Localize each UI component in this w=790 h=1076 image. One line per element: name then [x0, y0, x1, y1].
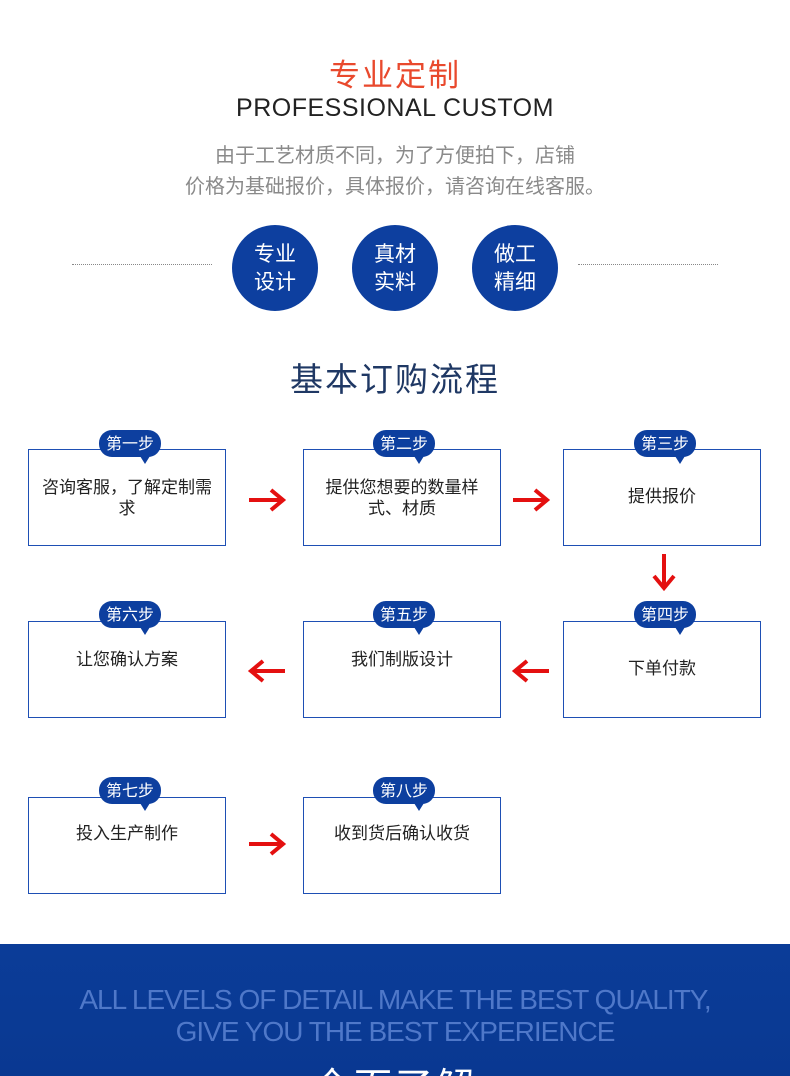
- banner-slogan-line-2: GIVE YOU THE BEST EXPERIENCE: [175, 1016, 616, 1047]
- feature-badge-design: 专业 设计: [232, 225, 318, 311]
- step-tag-tail: [140, 456, 150, 464]
- step-tag-4: 第四步: [634, 601, 696, 628]
- step-text: 提供报价: [628, 487, 696, 507]
- step-tag-tail: [675, 456, 685, 464]
- arrow-down-icon: [652, 554, 676, 592]
- feature-badge-line: 做工: [494, 242, 536, 266]
- quality-banner: ALL LEVELS OF DETAIL MAKE THE BEST QUALI…: [0, 944, 790, 1076]
- intro-text-line-1: 由于工艺材质不同，为了方便拍下，店铺: [215, 143, 575, 167]
- step-tag-tail: [140, 803, 150, 811]
- step-tag-6: 第六步: [99, 601, 161, 628]
- step-tag-5: 第五步: [373, 601, 435, 628]
- step-text: 收到货后确认收货: [334, 824, 470, 844]
- step-tag-tail: [414, 456, 424, 464]
- step-card-6: 让您确认方案: [28, 621, 226, 718]
- step-text: 让您确认方案: [76, 650, 178, 670]
- step-text: 咨询客服，了解定制需求: [42, 478, 212, 519]
- step-card-8: 收到货后确认收货: [303, 797, 501, 894]
- step-tag-tail: [414, 627, 424, 635]
- step-text: 提供您想要的数量样式、材质: [325, 478, 479, 519]
- intro-text-line-2: 价格为基础报价，具体报价，请咨询在线客服。: [185, 174, 605, 198]
- step-tag-tail: [140, 627, 150, 635]
- feature-badge-line: 专业: [254, 242, 296, 266]
- feature-badge-line: 精细: [494, 270, 536, 294]
- step-text: 我们制版设计: [351, 650, 453, 670]
- feature-badge-workmanship: 做工 精细: [472, 225, 558, 311]
- feature-badge-line: 设计: [254, 270, 296, 294]
- step-card-3: 提供报价: [563, 449, 761, 546]
- page-title: 专业定制: [329, 58, 461, 94]
- step-card-5: 我们制版设计: [303, 621, 501, 718]
- step-card-4: 下单付款: [563, 621, 761, 718]
- step-card-7: 投入生产制作: [28, 797, 226, 894]
- arrow-left-icon: [247, 659, 285, 683]
- banner-slogan-line-1: ALL LEVELS OF DETAIL MAKE THE BEST QUALI…: [79, 984, 711, 1015]
- feature-badge-material: 真材 实料: [352, 225, 438, 311]
- step-tag-7: 第七步: [99, 777, 161, 804]
- step-tag-3: 第三步: [634, 430, 696, 457]
- feature-badge-line: 实料: [374, 270, 416, 294]
- step-card-1: 咨询客服，了解定制需求: [28, 449, 226, 546]
- step-text: 下单付款: [628, 659, 696, 679]
- step-card-2: 提供您想要的数量样式、材质: [303, 449, 501, 546]
- process-title: 基本订购流程: [290, 360, 500, 399]
- step-tag-8: 第八步: [373, 777, 435, 804]
- divider-right: [578, 264, 718, 265]
- feature-badge-line: 真材: [374, 242, 416, 266]
- step-tag-1: 第一步: [99, 430, 161, 457]
- step-tag-2: 第二步: [373, 430, 435, 457]
- step-tag-tail: [414, 803, 424, 811]
- step-text: 投入生产制作: [76, 824, 178, 844]
- page-subtitle-en: PROFESSIONAL CUSTOM: [236, 94, 554, 122]
- arrow-right-icon: [513, 488, 551, 512]
- banner-title: 全面了解: [0, 1056, 790, 1076]
- step-tag-tail: [675, 627, 685, 635]
- divider-left: [72, 264, 212, 265]
- arrow-left-icon: [511, 659, 549, 683]
- arrow-right-icon: [249, 488, 287, 512]
- arrow-right-icon: [249, 832, 287, 856]
